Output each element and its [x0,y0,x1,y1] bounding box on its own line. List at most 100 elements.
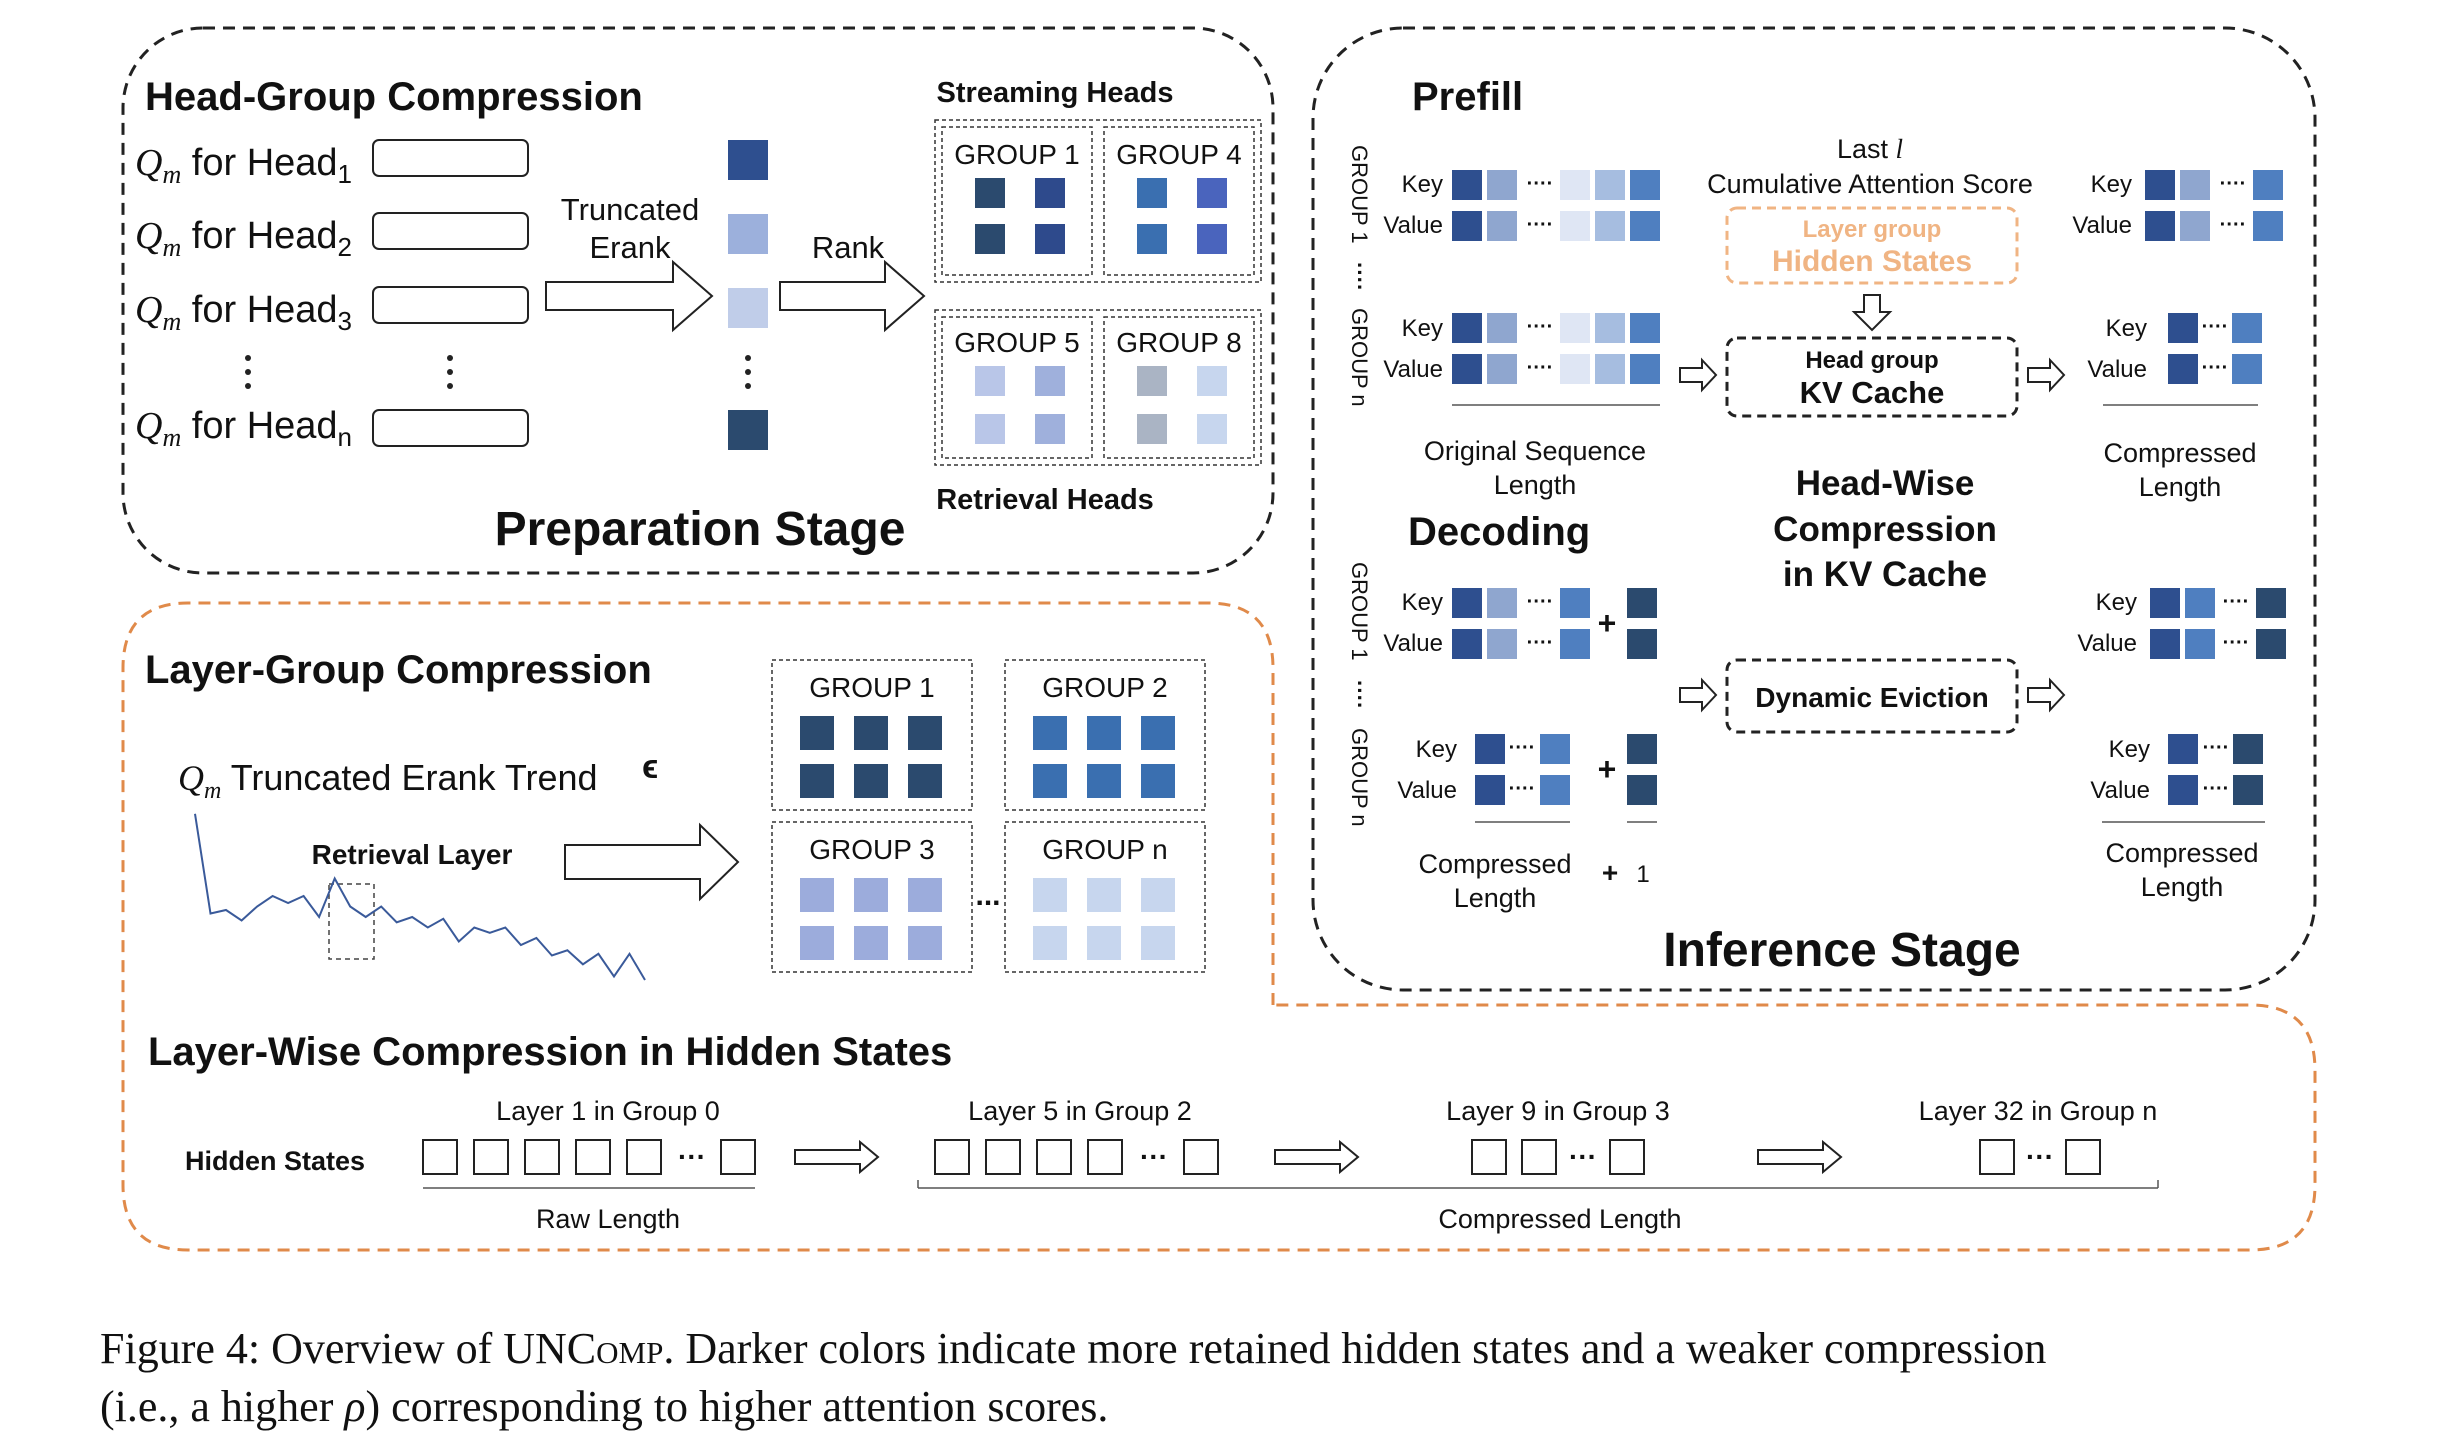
query-box-3 [372,286,529,324]
svg-text:Key: Key [2096,589,2137,616]
prefill-gn-key-row: Key ···· [1402,313,1660,343]
layer-groups-ellipsis: ... [975,879,1000,912]
svg-text:Value: Value [1397,777,1457,804]
erank-trend-line [194,813,646,981]
svg-text:Value: Value [2077,630,2137,657]
arrow-layer-9-32 [1757,1139,1843,1175]
layer-group-2-box [1004,659,1206,811]
hidden-states-title: Layer-Wise Compression in Hidden States [148,1030,952,1074]
decoding-g1-key-row: Key ···· [1402,588,1657,618]
svg-text:Value: Value [1383,630,1443,657]
prefill-group-1-label: GROUP 1 [1347,145,1372,244]
decoding-gn-compressed-key: Key ···· [2109,734,2263,764]
arrow-rank [779,259,926,333]
layer-9-squares [1471,1139,1645,1175]
inference-stage-panel [1311,26,2317,992]
layer-group-panel [121,601,2317,1252]
prefill-compressed-label-1: Compressed [2103,438,2256,468]
decoding-right-compressed-2: Length [2141,872,2224,902]
layer-group-2-squares [1033,716,1175,798]
prefill-g1-compressed-value: Value ···· [2072,211,2283,241]
group-5-label: GROUP 5 [954,327,1080,358]
arrow-out-eviction [2027,677,2066,713]
layer-1-squares [422,1139,756,1175]
raw-length-label: Raw Length [536,1204,680,1234]
prefill-group-n-label: GROUP n [1347,308,1372,407]
layer-group-1-box [771,659,973,811]
truncated-label: Truncated [561,192,699,227]
layer-5-label: Layer 5 in Group 2 [968,1096,1192,1126]
prefill-gn-value-row: Value ···· [1383,354,1660,384]
decoding-gn-value-row: Value ···· [1397,775,1657,805]
vertical-dots-left [245,355,751,389]
trend-label: Qm Truncated Erank Trend [178,757,598,804]
prefill-title: Prefill [1412,75,1523,119]
retrieval-layer-box [328,883,375,960]
layer-5-squares [934,1139,1219,1175]
layer-32-squares [1979,1139,2101,1175]
svg-text:Value: Value [2072,212,2132,239]
layer-group-1-squares [800,716,942,798]
layer-group-hidden-line1: Layer group [1803,216,1942,243]
query-row-3: Qm for Head3 [135,286,529,336]
svg-text:····: ···· [1509,778,1536,800]
decoding-right-compressed-1: Compressed [2105,838,2258,868]
layer-9-label: Layer 9 in Group 3 [1446,1096,1670,1126]
layer-group-n-box [1004,821,1206,973]
erank-label: Erank [590,230,671,265]
decoding-compressed-label-2: Length [1454,883,1537,913]
layer-group-3-label: GROUP 3 [809,834,935,865]
retrieval-layer-label: Retrieval Layer [312,839,513,870]
head-group-title: Head-Group Compression [145,75,643,119]
layer-group-3-squares [800,878,942,960]
group-5-squares [975,366,1065,444]
decoding-group-n-label: GROUP n [1347,728,1372,827]
query-row-1: Qm for Head1 [135,139,529,189]
arrow-out-kv [2027,357,2066,393]
layer-group-title: Layer-Group Compression [145,648,652,692]
prefill-compressed-label-2: Length [2139,472,2222,502]
decoding-group-1-label: GROUP 1 [1347,562,1372,661]
group-8-squares [1137,366,1227,444]
query-row-n: Qm for Headn [135,405,529,452]
group-8-label: GROUP 8 [1116,327,1242,358]
decoding-g1-compressed-key: Key ···· [2096,588,2286,618]
figure-caption: Figure 4: Overview of UNComp. Darker col… [100,1324,2047,1431]
decoding-g1-compressed-value: Value ···· [2077,629,2286,659]
score-square-1 [728,140,768,180]
epsilon-symbol: ϵ [642,748,658,786]
layer-1-label: Layer 1 in Group 0 [496,1096,720,1126]
arrow-truncated-erank [545,259,714,333]
svg-text:····: ···· [1527,316,1554,338]
arrow-layer-groups [564,822,740,902]
score-square-n [728,410,768,450]
dynamic-eviction-box [1725,658,2019,734]
preparation-stage-panel [121,26,1275,575]
decoding-vdots: ···· [1347,680,1372,709]
svg-text:····: ···· [1527,214,1554,236]
decoding-gn-plus: + [1598,751,1617,787]
prefill-vdots: ···· [1347,262,1372,291]
arrow-down-kv [1851,294,1893,332]
arrow-into-kv [1679,357,1718,393]
layer-1-ellipsis: ··· [678,1141,706,1172]
headwise-line2: Compression [1773,510,1997,549]
head-group-kv-box [1725,336,2019,418]
decoding-g1-plus: + [1598,605,1617,641]
svg-text:····: ···· [1527,632,1554,654]
prefill-g1-key-row: Key ···· [1402,170,1660,200]
arrow-layer-1-5 [794,1139,880,1175]
group-1-box [941,126,1093,276]
layer-32-ellipsis: ··· [2026,1141,2054,1172]
svg-text:Value: Value [1383,356,1443,383]
decoding-title: Decoding [1408,510,1590,554]
arrow-layer-5-9 [1274,1139,1360,1175]
svg-text:····: ···· [1509,737,1536,759]
svg-text:····: ···· [1527,591,1554,613]
score-square-2 [728,214,768,254]
svg-text:Key: Key [1402,589,1443,616]
svg-text:····: ···· [2203,778,2230,800]
streaming-heads-frame [934,119,1262,283]
layer-group-1-label: GROUP 1 [809,672,935,703]
